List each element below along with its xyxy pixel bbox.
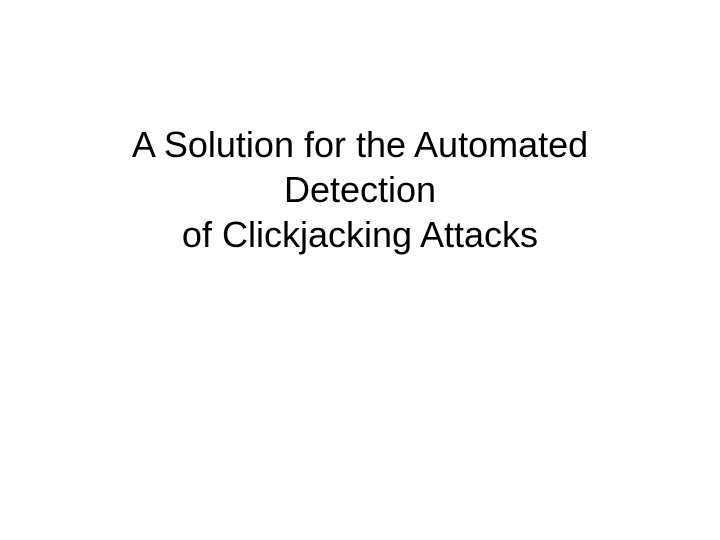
title-line-2: Detection: [283, 169, 437, 210]
slide-title: A Solution for the Automated Detection o…: [40, 122, 680, 257]
title-line-3: of Clickjacking Attacks: [181, 214, 539, 255]
title-line-1: A Solution for the Automated: [131, 124, 589, 165]
